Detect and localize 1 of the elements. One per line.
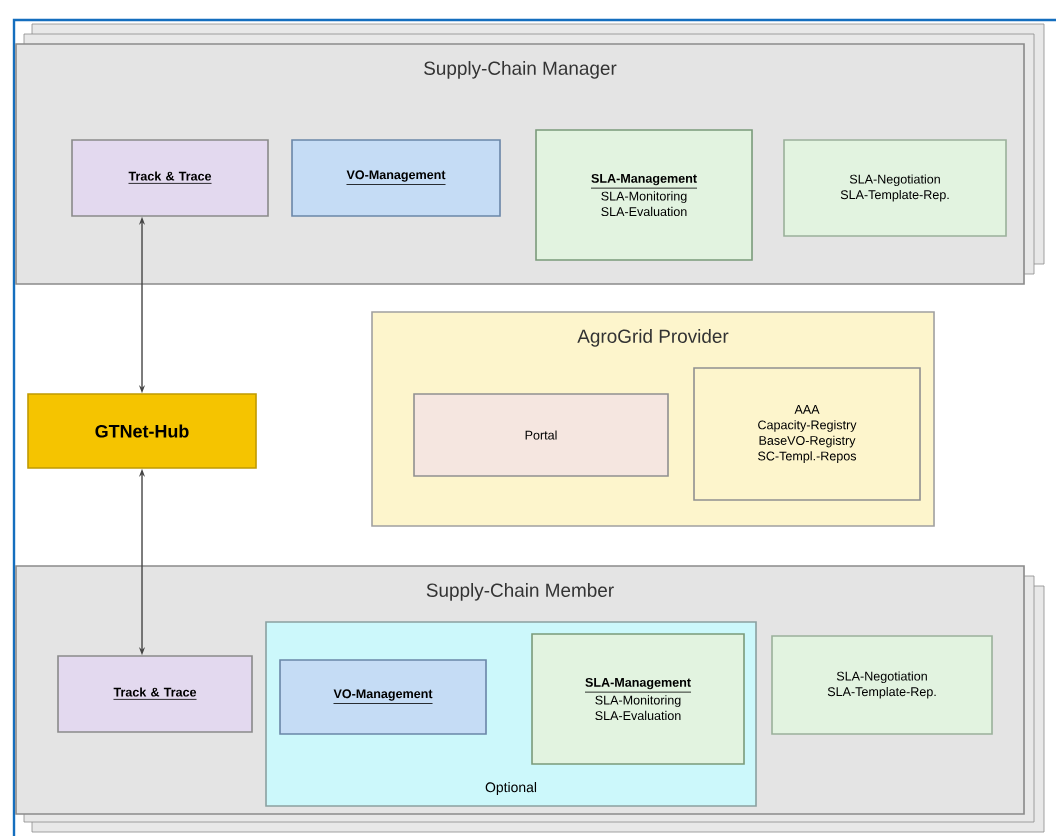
hub-box: GTNet-Hub (27, 393, 257, 469)
